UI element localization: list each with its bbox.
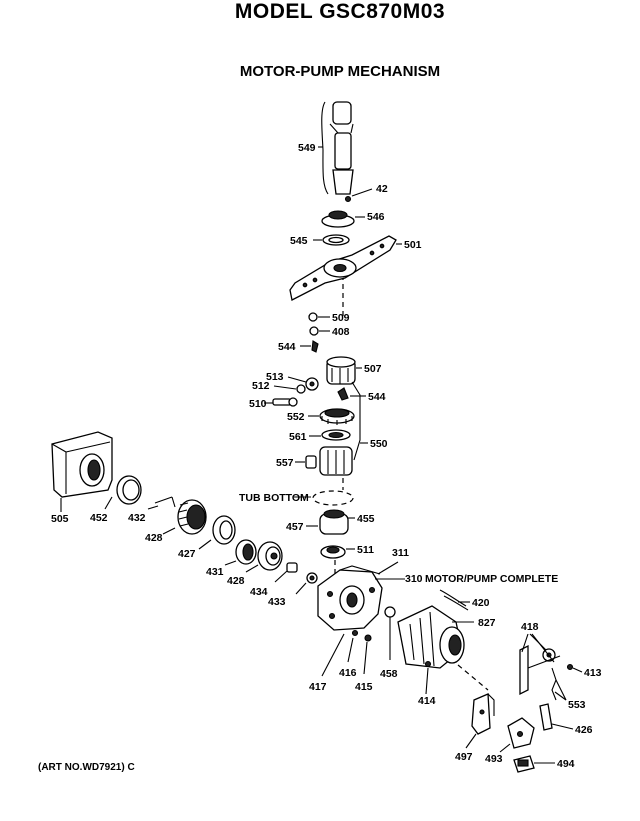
label-426: 426: [575, 724, 593, 736]
label-418: 418: [521, 621, 539, 633]
label-493: 493: [485, 753, 503, 765]
label-501: 501: [404, 239, 422, 251]
part-452-clamp: [116, 475, 142, 505]
label-tub-bottom: TUB BOTTOM: [239, 492, 309, 504]
part-408-washer: [309, 326, 319, 336]
part-458-bolt: [384, 606, 396, 660]
part-415-washer: [364, 634, 372, 642]
part-311-pump-housing: [317, 565, 383, 631]
label-310: 310: [405, 573, 423, 585]
label-408: 408: [332, 326, 350, 338]
part-493-mount: [507, 717, 535, 749]
part-549-spray-tube: [321, 101, 354, 195]
part-510-bolt: [272, 397, 298, 407]
part-497-support-bracket: [471, 693, 495, 735]
part-431-ring: [235, 539, 257, 565]
label-42: 42: [376, 183, 388, 195]
part-513-bearing: [305, 377, 319, 391]
label-545: 545: [290, 235, 308, 247]
part-544-clip-lower: [337, 387, 349, 401]
part-507-housing: [326, 356, 356, 385]
label-512: 512: [252, 380, 270, 392]
model-title: MODEL GSC870M03: [234, 0, 446, 23]
axis-line-motor: [457, 664, 489, 691]
label-417: 417: [309, 681, 327, 693]
part-553-spring: [551, 667, 557, 701]
part-42-nut: [344, 195, 352, 203]
label-544-lower: 544: [368, 391, 386, 403]
part-505-filter-housing: [51, 431, 113, 498]
part-501-lower-spray-arm: [289, 235, 397, 301]
part-546-cap: [321, 210, 355, 228]
part-511-nut: [320, 545, 346, 559]
part-416-screw: [351, 629, 359, 637]
art-number: (ART NO.WD7921) C: [38, 762, 135, 773]
label-457: 457: [286, 521, 304, 533]
part-494-grommet: [513, 755, 535, 773]
label-544-upper: 544: [278, 341, 296, 353]
label-505: 505: [51, 513, 69, 525]
label-431: 431: [206, 566, 224, 578]
section-title: MOTOR-PUMP MECHANISM: [239, 63, 441, 80]
part-418-mount-bracket: [519, 644, 561, 696]
label-455: 455: [357, 513, 375, 525]
label-414: 414: [418, 695, 436, 707]
part-428-housing: [257, 541, 283, 571]
label-494: 494: [557, 758, 575, 770]
label-428-upper: 428: [145, 532, 163, 544]
part-557-impeller: [305, 446, 353, 476]
label-549: 549: [298, 142, 316, 154]
part-512-washer: [296, 384, 306, 394]
label-434: 434: [250, 586, 268, 598]
part-544-clip-upper: [311, 340, 319, 353]
label-546: 546: [367, 211, 385, 223]
label-553: 553: [568, 699, 586, 711]
label-458: 458: [380, 668, 398, 680]
label-507: 507: [364, 363, 382, 375]
bracket-550: [351, 381, 361, 461]
part-432-spring: [154, 496, 176, 508]
label-311: 311: [392, 547, 409, 559]
label-432: 432: [128, 512, 146, 524]
part-428-impeller-nut: [177, 499, 207, 535]
label-416: 416: [339, 667, 357, 679]
part-413-clip: [566, 663, 574, 671]
part-427-ring: [212, 515, 236, 545]
label-561: 561: [289, 431, 307, 443]
part-433-seal: [306, 572, 318, 584]
label-433: 433: [268, 596, 286, 608]
label-827: 827: [478, 617, 496, 629]
part-455-hub: [319, 509, 349, 535]
label-550: 550: [370, 438, 388, 450]
part-545-gasket: [322, 234, 350, 246]
part-827-motor: [397, 605, 465, 669]
label-510: 510: [249, 398, 267, 410]
label-428-lower: 428: [227, 575, 245, 587]
label-511: 511: [357, 544, 374, 556]
label-513: 513: [266, 371, 284, 383]
label-509: 509: [332, 312, 350, 324]
part-434-plug: [286, 562, 298, 573]
part-426-strap: [539, 703, 553, 731]
part-420-wire: [439, 589, 469, 611]
label-497: 497: [455, 751, 473, 763]
tub-bottom-outline: [312, 490, 354, 506]
part-561-seal: [321, 429, 351, 441]
label-413: 413: [584, 667, 602, 679]
label-452: 452: [90, 512, 108, 524]
label-415: 415: [355, 681, 373, 693]
part-509-screw: [308, 312, 318, 322]
label-motor-pump-complete: MOTOR/PUMP COMPLETE: [425, 573, 558, 585]
part-552-gear: [319, 408, 355, 425]
label-420: 420: [472, 597, 490, 609]
label-552: 552: [287, 411, 305, 423]
label-427: 427: [178, 548, 196, 560]
label-557: 557: [276, 457, 294, 469]
